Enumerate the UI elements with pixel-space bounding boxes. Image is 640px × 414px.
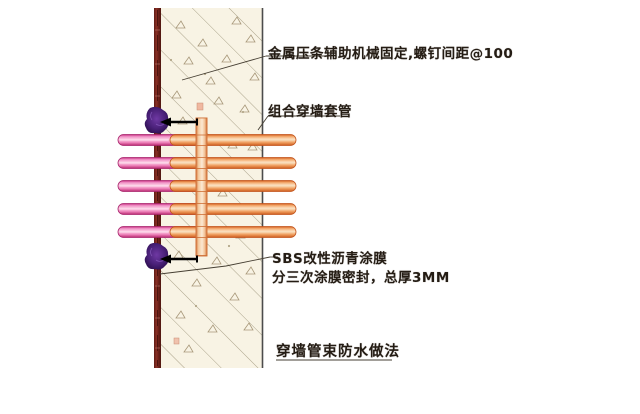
arrow-head bbox=[160, 117, 171, 127]
leader-sbs bbox=[159, 256, 271, 275]
drawing-caption: 穿墙管束防水做法 bbox=[276, 344, 400, 360]
annotation-sbs-line-1: SBS改性沥青涂膜 bbox=[272, 251, 388, 267]
blob-texture bbox=[150, 111, 165, 126]
arrow-head bbox=[160, 254, 171, 264]
annotation-sbs-line-2: 分三次涂膜密封，总厚3MM bbox=[272, 270, 450, 286]
wall-specks bbox=[173, 102, 204, 345]
sleeve-gap-segment bbox=[195, 117, 208, 136]
sleeve-gap-segment bbox=[195, 168, 208, 181]
annotation-sbs-coating: SBS改性沥青涂膜 分三次涂膜密封，总厚3MM bbox=[272, 250, 450, 288]
annotation-metal-pressure-strip: 金属压条辅助机械固定,螺钉间距@100 bbox=[268, 46, 514, 62]
metal-pressure-strip-arrow-top bbox=[160, 117, 198, 127]
sleeve-gap-segment bbox=[195, 145, 208, 158]
membrane-ticks bbox=[155, 29, 160, 349]
membrane-termination-top bbox=[144, 106, 169, 134]
arrow-tail bbox=[196, 255, 198, 263]
sleeve-gap-segment bbox=[195, 237, 208, 256]
leader-lines bbox=[159, 55, 392, 361]
combined-wall-sleeve bbox=[195, 117, 208, 257]
membrane-termination-bottom bbox=[144, 242, 169, 270]
sleeve-gap-segment bbox=[195, 191, 208, 204]
annotation-combined-sleeve: 组合穿墙套管 bbox=[268, 104, 352, 120]
arrow-tail bbox=[196, 118, 198, 126]
sleeve-gap-segment bbox=[195, 214, 208, 227]
metal-pressure-strip-arrow-bottom bbox=[160, 254, 198, 264]
leader-sleeve bbox=[257, 115, 269, 131]
leader-metal-strip bbox=[181, 55, 267, 81]
aggregate-markers bbox=[171, 16, 260, 353]
blob-texture bbox=[150, 247, 165, 262]
